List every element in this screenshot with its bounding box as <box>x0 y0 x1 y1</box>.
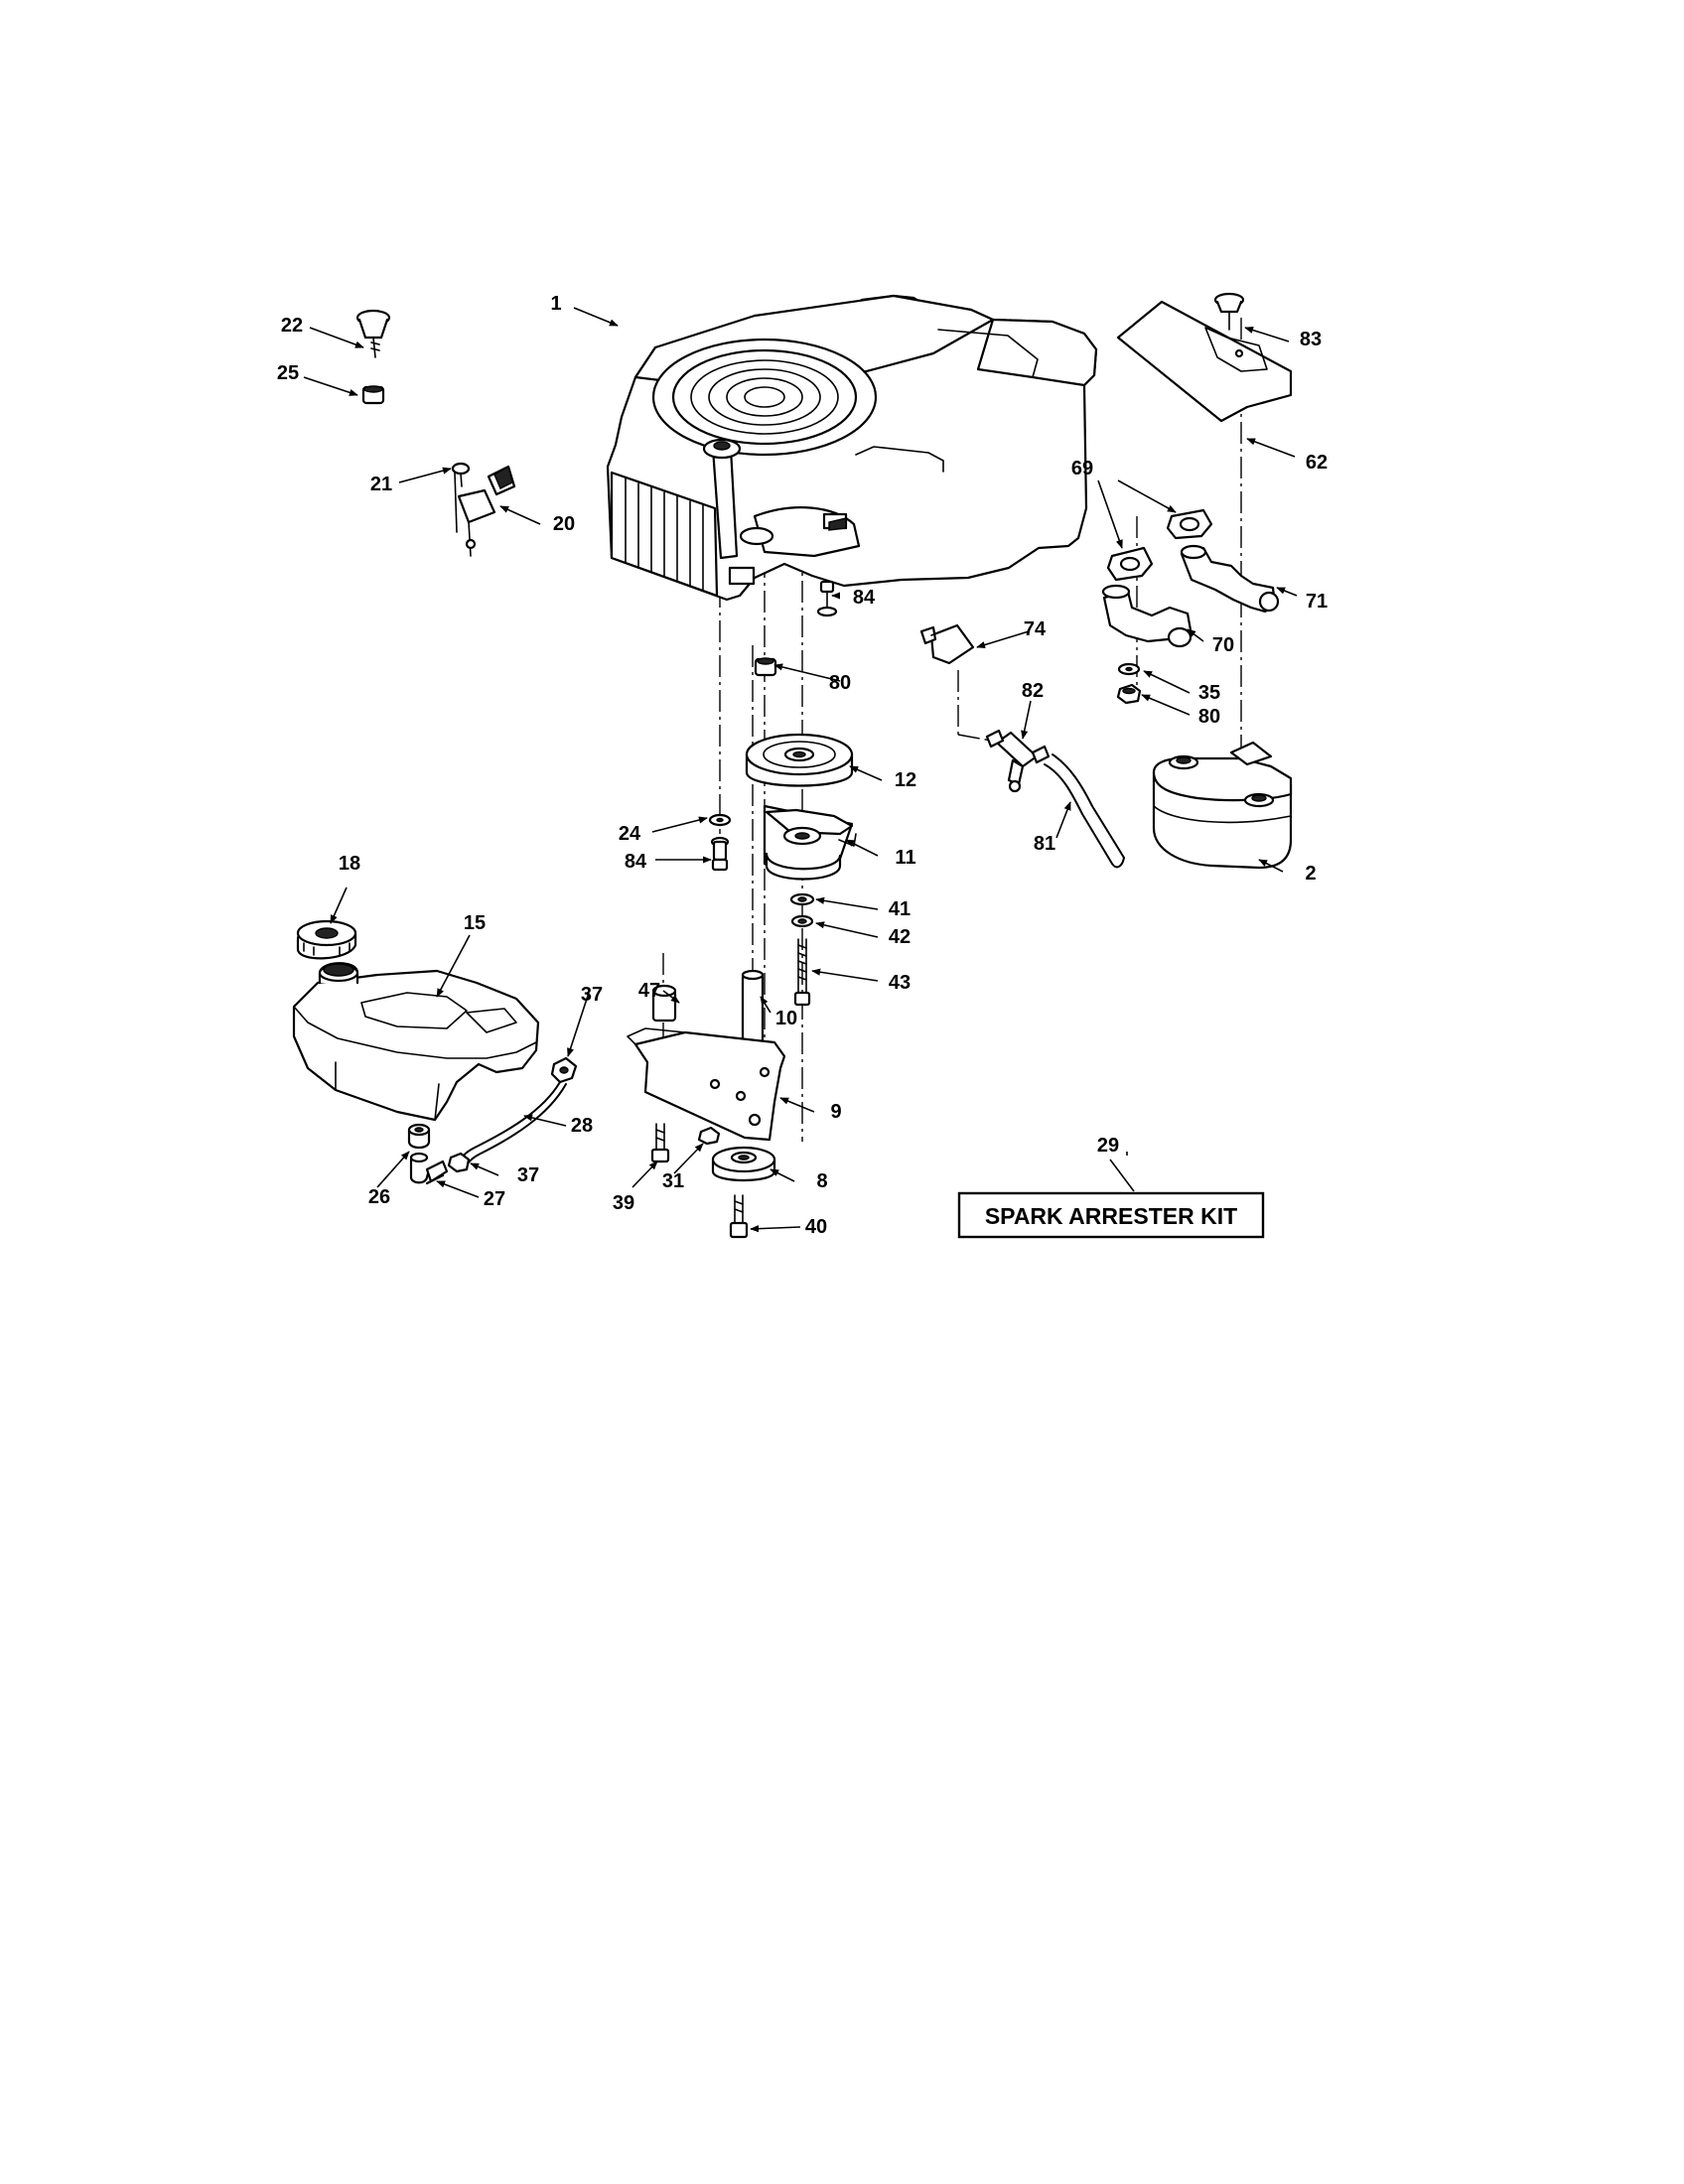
callout-label: 84 <box>625 851 647 873</box>
callout-label: 22 <box>281 315 303 337</box>
spark-arrester-kit-label: SPARK ARRESTER KIT <box>985 1203 1237 1229</box>
callout-label: 21 <box>370 474 392 495</box>
bracket-bolt-part[interactable] <box>650 1123 670 1163</box>
shield-knob-part[interactable] <box>1213 292 1245 331</box>
fuel-cap-part[interactable] <box>296 919 357 960</box>
key-switch-part[interactable] <box>355 309 391 358</box>
callout-label: 39 <box>613 1192 634 1214</box>
callout-label: 41 <box>889 898 911 920</box>
idler-bracket-part[interactable] <box>627 1027 786 1142</box>
callout-label: 37 <box>581 984 603 1006</box>
callout-label: 25 <box>277 362 299 384</box>
fuel-filter-part[interactable] <box>985 729 1051 793</box>
callout-label: 84 <box>853 587 876 609</box>
idler-bolt-part[interactable] <box>729 1194 749 1239</box>
callout-label: 69 <box>1071 458 1093 479</box>
callout-label: 8 <box>816 1170 827 1192</box>
exhaust-pipe-right-part[interactable] <box>1180 544 1280 614</box>
tank-bushing-part[interactable] <box>407 1123 431 1150</box>
callout-label: 27 <box>484 1188 505 1210</box>
engine-bolt-part[interactable] <box>816 580 838 617</box>
sensor-part[interactable] <box>919 623 975 665</box>
exhaust-pipe-left-part[interactable] <box>1101 584 1193 648</box>
washer-part[interactable] <box>708 813 732 827</box>
callout-label: 42 <box>889 926 911 948</box>
callout-label: 1 <box>550 293 561 315</box>
callout-label: 74 <box>1024 618 1047 640</box>
tank-grommet-part[interactable] <box>550 1056 578 1084</box>
exhaust-gasket-part[interactable] <box>1106 508 1213 582</box>
callout-label: 28 <box>571 1115 593 1137</box>
clutch-bolt-part[interactable] <box>793 938 811 1007</box>
fuel-tank-part[interactable] <box>292 962 540 1122</box>
callout-label: 35 <box>1198 682 1220 704</box>
callout-label: 15 <box>464 912 486 934</box>
nut-part[interactable] <box>754 657 777 677</box>
cooling-fins <box>610 471 719 598</box>
callout-label: 2 <box>1305 863 1316 885</box>
pulley-part[interactable] <box>745 733 854 787</box>
clutch-washer-part[interactable] <box>789 892 815 906</box>
callout-label: 9 <box>830 1101 841 1123</box>
callout-label: 80 <box>1198 706 1220 728</box>
callout-label: 81 <box>1034 833 1055 855</box>
leader-lines <box>303 307 1298 1233</box>
mount-bolt-part[interactable] <box>710 836 730 872</box>
bracket-nut-part[interactable] <box>697 1126 721 1146</box>
callout-label: 31 <box>662 1170 684 1192</box>
throttle-control-part[interactable] <box>454 465 516 557</box>
callout-label: 43 <box>889 972 911 994</box>
callout-label: 62 <box>1306 452 1328 474</box>
callout-label: 26 <box>368 1186 390 1208</box>
exhaust-washer-part[interactable] <box>1117 662 1141 676</box>
callout-label: 29 <box>1097 1135 1119 1157</box>
engine-assembly[interactable] <box>606 294 1098 602</box>
bushing-part[interactable] <box>361 385 385 405</box>
callout-label: 24 <box>619 823 641 845</box>
callout-labels: 1 2 8 9 10 11 12 15 18 20 21 22 24 25 26… <box>277 293 1328 1238</box>
callout-label: 40 <box>805 1216 827 1238</box>
exhaust-nut-part[interactable] <box>1116 683 1142 705</box>
callout-label: 82 <box>1022 680 1044 702</box>
fuel-hose-part[interactable] <box>1044 753 1125 869</box>
spark-arrester-kit-box[interactable]: SPARK ARRESTER KIT <box>957 1191 1265 1239</box>
heat-shield-part[interactable] <box>1116 300 1293 423</box>
callout-label: 10 <box>775 1008 797 1029</box>
callout-label: 70 <box>1212 634 1234 656</box>
throttle-screw-part[interactable] <box>451 462 471 487</box>
callout-label: 18 <box>339 853 360 875</box>
callout-label: 71 <box>1306 591 1328 613</box>
fuel-line-part[interactable] <box>460 1081 567 1166</box>
shutoff-valve-part[interactable] <box>409 1152 449 1185</box>
lock-washer-part[interactable] <box>790 914 814 928</box>
callout-label: 83 <box>1300 329 1322 350</box>
muffler-part[interactable] <box>1152 741 1293 870</box>
callout-label: 80 <box>829 672 851 694</box>
callout-label: 12 <box>895 769 916 791</box>
callout-label: 11 <box>895 847 915 869</box>
idler-pulley-part[interactable] <box>711 1146 776 1182</box>
fuel-clamp-part[interactable] <box>447 1152 471 1173</box>
callout-label: 20 <box>553 513 575 535</box>
callout-label: 37 <box>517 1164 539 1186</box>
electric-clutch-part[interactable] <box>763 804 857 881</box>
callout-label: 47 <box>638 980 660 1002</box>
